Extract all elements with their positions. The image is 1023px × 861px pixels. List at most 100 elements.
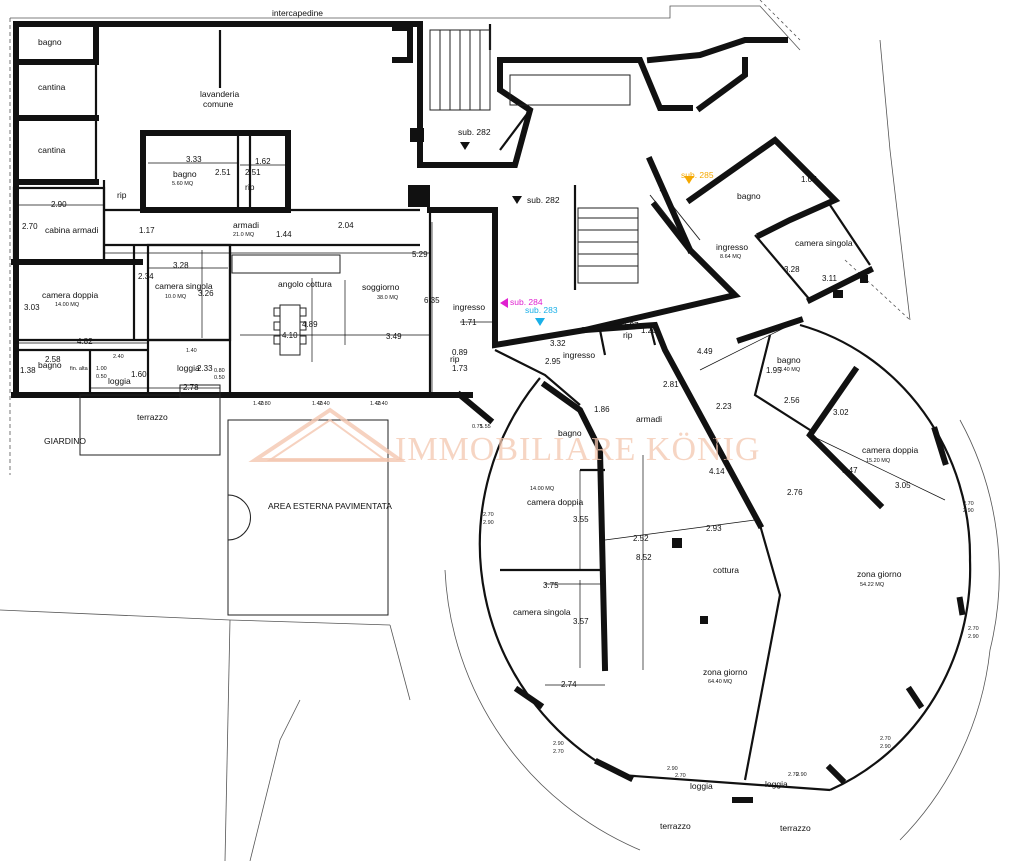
- sdim-8: 2.90: [880, 744, 891, 750]
- dim-302: 3.02: [833, 408, 849, 417]
- label-cabina-armadi: cabina armadi: [45, 225, 99, 235]
- label-rip-c: rip: [623, 330, 633, 340]
- label-camera-doppia-s: camera doppia: [527, 497, 584, 507]
- label-loggia-s2: loggia: [765, 779, 788, 789]
- dim-089: 0.89: [452, 348, 468, 357]
- dim-295: 2.95: [545, 357, 561, 366]
- dim-251b: 2.51: [245, 168, 261, 177]
- label-ingresso-w: ingresso: [453, 302, 485, 312]
- dim-138: 1.38: [20, 366, 36, 375]
- sdim-22: 2.40: [377, 401, 388, 407]
- label-camera-singola-ne: camera singola: [795, 238, 853, 248]
- dim-293: 2.93: [706, 524, 722, 533]
- label-armadi-c: armadi: [636, 414, 662, 424]
- label-loggia-s1: loggia: [690, 781, 713, 791]
- curved-facade: [444, 323, 1000, 851]
- sdim-20: 2.40: [319, 401, 330, 407]
- label-camera-doppia-e: camera doppia: [862, 445, 919, 455]
- dim-278: 2.78: [183, 383, 199, 392]
- dim-120: 1.20: [641, 326, 657, 335]
- dim-311: 3.11: [822, 274, 838, 283]
- dim-234: 2.34: [138, 272, 154, 281]
- sdim-5: 2.70: [968, 626, 979, 632]
- dim-328e: 3.28: [784, 265, 800, 274]
- west-walls: [11, 21, 473, 456]
- sdim-6: 2.90: [968, 634, 979, 640]
- area-bagno-mid: 5.60 MQ: [172, 181, 194, 187]
- sdim-9: 2.90: [553, 741, 564, 747]
- sdim-10: 2.70: [553, 749, 564, 755]
- sdim-16: 2.40: [113, 354, 124, 360]
- dim-852: 8.52: [636, 553, 652, 562]
- label-bagno-mid: bagno: [173, 169, 197, 179]
- dim-328w: 3.28: [173, 261, 189, 270]
- dining-table: [273, 304, 307, 356]
- sdim-13: 2.70: [788, 772, 799, 778]
- label-camera-singola-w: camera singola: [155, 281, 213, 291]
- label-sub282b: sub. 282: [527, 195, 560, 205]
- sub-markers: sub. 282 sub. 282 sub. 285 sub. 284 sub.…: [458, 127, 714, 326]
- marker-sub283: [535, 318, 545, 326]
- sdim-14: 2.90: [796, 772, 807, 778]
- sdim-4: 2.90: [963, 508, 974, 514]
- dim-162: 1.62: [255, 157, 271, 166]
- label-terrazzo-s2: terrazzo: [780, 823, 811, 833]
- north-stair-walls: [392, 21, 788, 168]
- marker-sub282b: [512, 196, 522, 204]
- dim-252: 2.52: [633, 534, 649, 543]
- dim-414: 4.14: [709, 467, 725, 476]
- label-sub282a: sub. 282: [458, 127, 491, 137]
- label-bagno-s: bagno: [558, 428, 582, 438]
- dim-332: 3.32: [550, 339, 566, 348]
- label-sub285: sub. 285: [681, 170, 714, 180]
- sdim-24: 1.55: [480, 424, 491, 430]
- label-bagno-e: bagno: [777, 355, 801, 365]
- sdim-17: 1.40: [253, 401, 264, 407]
- dim-251a: 2.51: [215, 168, 231, 177]
- dim-276: 2.76: [787, 488, 803, 497]
- dim-173: 1.73: [452, 364, 468, 373]
- label-comune: comune: [203, 99, 234, 109]
- dim-107: 1.07: [801, 175, 817, 184]
- dim-197: 1.97: [623, 321, 639, 330]
- sdim-1: 2.70: [483, 512, 494, 518]
- paved-area: [227, 419, 389, 616]
- dim-258: 2.58: [45, 355, 61, 364]
- sdim-23: 0.75: [472, 424, 483, 430]
- label-rip-1: rip: [245, 182, 255, 192]
- marker-sub284: [500, 298, 508, 308]
- label-ingresso-c: ingresso: [563, 350, 595, 360]
- area-camera-doppia-s: 14.00 MQ: [530, 486, 555, 492]
- area-zona-giorno-c: 64.40 MQ: [708, 679, 733, 685]
- dim-635: 6.35: [424, 296, 440, 305]
- label-camera-doppia-w: camera doppia: [42, 290, 99, 300]
- dim-529: 5.29: [412, 250, 428, 259]
- label-terrazzo-s1: terrazzo: [660, 821, 691, 831]
- ne-walls: [646, 136, 875, 305]
- dim-274: 2.74: [561, 680, 577, 689]
- sdim-3: 2.70: [963, 501, 974, 507]
- dim-410: 4.10: [282, 331, 298, 340]
- area-camera-doppia-e: 15.20 MQ: [866, 458, 891, 464]
- dim-482: 4.82: [77, 337, 93, 346]
- dim-290: 2.90: [51, 200, 67, 209]
- dim-160: 1.60: [131, 370, 147, 379]
- label-loggia-w2: loggia: [177, 363, 200, 373]
- dim-355: 3.55: [573, 515, 589, 524]
- dim-195: 1.95: [766, 366, 782, 375]
- marker-sub285: [684, 176, 694, 184]
- dim-117: 1.17: [139, 226, 155, 235]
- dim-256: 2.56: [784, 396, 800, 405]
- area-bagno-e: 3.40 MQ: [779, 367, 801, 373]
- dim-100: 1.00: [96, 366, 107, 372]
- label-soggiorno: soggiorno: [362, 282, 400, 292]
- label-angolo-cottura: angolo cottura: [278, 279, 332, 289]
- label-sub284: sub. 284: [510, 297, 543, 307]
- sdim-19: 1.40: [312, 401, 323, 407]
- label-fin-alta: fin. alta: [70, 366, 89, 372]
- label-zona-giorno-c: zona giorno: [703, 667, 748, 677]
- dim-204: 2.04: [338, 221, 354, 230]
- label-lavanderia: lavanderia: [200, 89, 239, 99]
- label-bagno-w: bagno: [38, 360, 62, 370]
- watermark-text: IMMOBILIARE KÖNIG: [395, 431, 760, 468]
